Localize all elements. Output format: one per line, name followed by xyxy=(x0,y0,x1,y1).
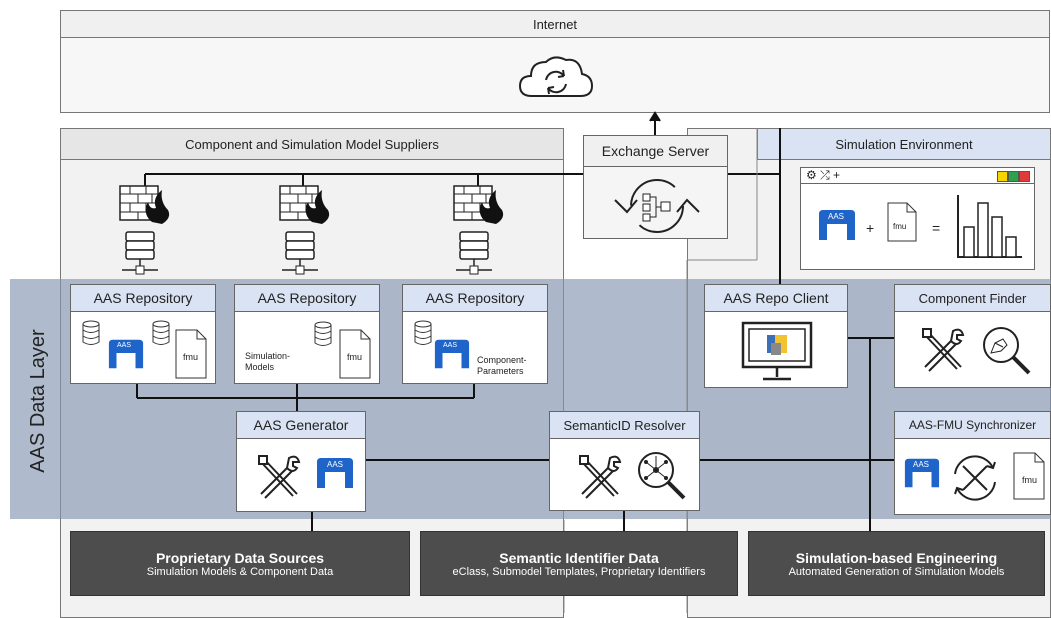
resolver-label: SemanticID Resolver xyxy=(563,417,686,433)
repo-1-label: AAS Repository xyxy=(93,290,193,306)
component-search-icon xyxy=(983,327,1031,375)
exchange-sync-icon xyxy=(614,179,700,233)
window-green-dot xyxy=(1008,171,1019,182)
synchronizer-header: AAS-FMU Synchronizer xyxy=(895,412,1050,439)
aas-fmu-synchronizer-box: AAS-FMU Synchronizer AAS fmu xyxy=(894,411,1051,515)
simulation-models-note: Simulation- Models xyxy=(245,351,291,372)
resolver-header: SemanticID Resolver xyxy=(550,412,699,439)
exchange-server-label: Exchange Server xyxy=(601,143,710,159)
fmu-label: fmu xyxy=(893,222,907,231)
suppliers-label: Component and Simulation Model Suppliers xyxy=(185,136,439,152)
component-parameters-note: Component- Parameters xyxy=(477,355,527,376)
repo-client-header: AAS Repo Client xyxy=(705,285,847,312)
semantic-subtitle: eClass, Submodel Templates, Proprietary … xyxy=(452,565,706,578)
aas-icon xyxy=(108,339,144,369)
aas-repository-2: AAS Repository fmu Simulation- Models xyxy=(234,284,380,384)
aas-label: AAS xyxy=(117,342,132,349)
aas-repo-client-box: AAS Repo Client xyxy=(704,284,848,388)
component-finder-label: Component Finder xyxy=(918,290,1027,306)
aas-repository-3: AAS Repository AAS Component- Parameters xyxy=(402,284,548,384)
aas-label: AAS xyxy=(913,460,930,469)
synchronizer-label: AAS-FMU Synchronizer xyxy=(908,418,1037,432)
fmu-file-icon xyxy=(175,329,207,379)
aas-repository-1: AAS Repository AAS fmu xyxy=(70,284,216,384)
fmu-label: fmu xyxy=(183,352,199,362)
aas-label: AAS xyxy=(443,342,458,349)
network-search-icon xyxy=(638,452,686,500)
repo-2-header: AAS Repository xyxy=(235,285,379,312)
aas-label: AAS xyxy=(327,460,344,469)
component-finder-box: Component Finder xyxy=(894,284,1051,388)
repo-3-header: AAS Repository xyxy=(403,285,547,312)
plus-sign: + xyxy=(866,220,875,236)
tools-icon xyxy=(579,455,622,499)
semantic-identifier-data-box: Semantic Identifier Data eClass, Submode… xyxy=(420,531,738,596)
exchange-server-header: Exchange Server xyxy=(584,136,727,167)
fmu-file-icon xyxy=(339,329,371,379)
database-icon xyxy=(414,320,432,345)
window-yellow-dot xyxy=(997,171,1008,182)
firewall-server-3 xyxy=(453,185,504,275)
aas-generator-box: AAS Generator AAS xyxy=(236,411,366,512)
database-icon xyxy=(82,320,100,345)
component-finder-header: Component Finder xyxy=(895,285,1050,312)
internet-label: Internet xyxy=(532,16,578,32)
bar-chart-icon xyxy=(957,195,1022,258)
tools-icon xyxy=(258,455,301,499)
sim-env-window: ⚙ ⤮ + AAS + fmu = xyxy=(800,167,1035,270)
cloud-sync-icon xyxy=(518,56,594,97)
semantic-title: Semantic Identifier Data xyxy=(499,549,659,566)
repo-2-label: AAS Repository xyxy=(257,290,357,306)
repo-3-label: AAS Repository xyxy=(425,290,525,306)
aas-icon xyxy=(904,458,940,488)
aas-icon xyxy=(819,210,855,240)
proprietary-subtitle: Simulation Models & Component Data xyxy=(146,565,334,578)
aas-label: AAS xyxy=(828,212,845,221)
repo-1-header: AAS Repository xyxy=(71,285,215,312)
aas-icon xyxy=(317,458,353,488)
internet-header: Internet xyxy=(60,10,1050,38)
exchange-server-box: Exchange Server xyxy=(583,135,728,239)
proprietary-title: Proprietary Data Sources xyxy=(155,549,325,566)
tools-icon xyxy=(922,328,965,372)
repo-client-label: AAS Repo Client xyxy=(723,290,829,306)
fmu-label: fmu xyxy=(1022,475,1038,485)
aas-icon xyxy=(434,339,470,369)
simulation-engineering-title: Simulation-based Engineering xyxy=(795,549,998,566)
sync-tools-icon xyxy=(954,455,996,501)
suppliers-header: Component and Simulation Model Suppliers xyxy=(60,128,564,160)
database-icon xyxy=(314,321,332,346)
fmu-file-icon xyxy=(887,202,917,242)
proprietary-data-sources-box: Proprietary Data Sources Simulation Mode… xyxy=(70,531,410,596)
fmu-label: fmu xyxy=(347,352,363,362)
simulation-engineering-subtitle: Automated Generation of Simulation Model… xyxy=(788,565,1005,578)
window-toolbar: ⚙ ⤮ + xyxy=(801,168,1034,184)
fmu-file-icon xyxy=(1013,452,1045,500)
semanticid-resolver-box: SemanticID Resolver xyxy=(549,411,700,511)
database-icon xyxy=(152,320,170,345)
sim-env-label: Simulation Environment xyxy=(835,136,973,152)
monitor-icon xyxy=(741,321,813,381)
firewall-server-2 xyxy=(279,185,330,275)
generator-label: AAS Generator xyxy=(253,417,349,433)
firewall-server-1 xyxy=(119,185,170,275)
simulation-based-engineering-box: Simulation-based Engineering Automated G… xyxy=(748,531,1045,596)
generator-header: AAS Generator xyxy=(237,412,365,439)
equals-sign: = xyxy=(932,220,941,236)
window-red-dot xyxy=(1019,171,1030,182)
